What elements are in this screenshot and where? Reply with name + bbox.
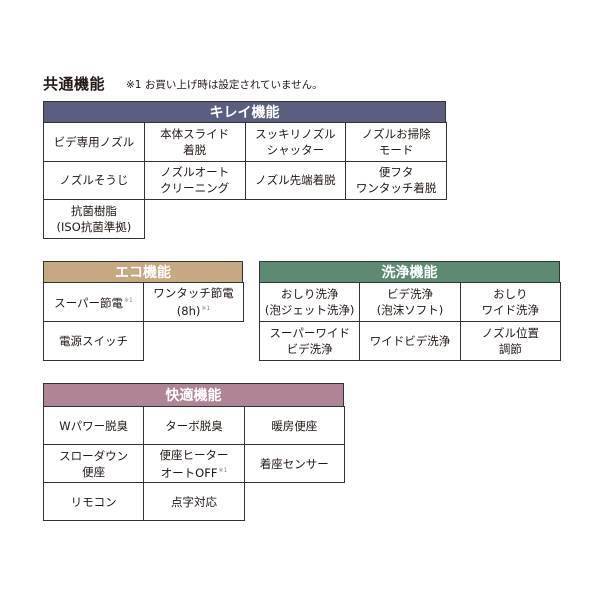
eco-table-header: エコ機能 bbox=[43, 261, 243, 283]
feature-cell: ワンタッチ節電 (8h)※1 bbox=[143, 282, 244, 322]
feature-cell: ノズル位置調節 bbox=[459, 321, 561, 361]
feature-cell: ノズルお掃除モード bbox=[345, 122, 447, 162]
feature-cell: 暖房便座 bbox=[243, 406, 345, 445]
feature-cell: リモコン bbox=[43, 482, 145, 521]
feature-cell: 着座センサー bbox=[243, 444, 345, 483]
footnote-marker: ※1 bbox=[124, 297, 133, 304]
feature-label: ターボ脱臭 bbox=[165, 418, 223, 433]
feature-label: 暖房便座 bbox=[271, 418, 318, 433]
feature-label: (8h) bbox=[176, 304, 201, 318]
feature-cell: Wパワー脱臭 bbox=[43, 406, 145, 445]
senjo-table-header: 洗浄機能 bbox=[259, 261, 560, 283]
feature-label: おしり bbox=[493, 287, 528, 301]
kirei-table-header: キレイ機能 bbox=[43, 101, 446, 123]
feature-cell: おしり洗浄 (泡ジェット洗浄) bbox=[259, 282, 361, 322]
feature-label: 便座 bbox=[82, 464, 106, 479]
feature-cell: スッキリノズルシャッター bbox=[244, 122, 347, 162]
feature-label: (泡沫ソフト) bbox=[376, 303, 444, 317]
feature-cell: ノズルそうじ bbox=[43, 160, 145, 200]
feature-cell: スーパー節電※1 bbox=[43, 282, 144, 322]
feature-label: Wパワー脱臭 bbox=[59, 418, 129, 433]
feature-label: オートOFF bbox=[160, 465, 218, 480]
feature-label: 着脱 bbox=[183, 142, 207, 157]
feature-label: ビデ専用ノズル bbox=[53, 134, 135, 149]
feature-cell: 便フタワンタッチ着脱 bbox=[345, 160, 447, 200]
feature-label: ワイドビデ洗浄 bbox=[369, 334, 451, 348]
feature-label: 着座センサー bbox=[259, 456, 329, 471]
feature-label: ビデ洗浄 bbox=[386, 287, 433, 301]
feature-label: ノズルお掃除 bbox=[361, 126, 431, 141]
feature-cell: ターボ脱臭 bbox=[143, 406, 245, 445]
feature-label: ノズル先端着脱 bbox=[255, 173, 336, 188]
feature-label: ノズルオート bbox=[160, 165, 230, 180]
feature-label: ワンタッチ着脱 bbox=[355, 181, 437, 196]
footnote: ※1 お買い上げ時は設定されていません。 bbox=[126, 79, 323, 91]
feature-cell: ワイドビデ洗浄 bbox=[359, 321, 461, 361]
footnote-marker: ※1 bbox=[201, 305, 211, 312]
feature-label: ノズルそうじ bbox=[59, 173, 129, 188]
feature-label: (ISO抗菌準拠) bbox=[56, 219, 132, 234]
page-title: 共通機能 bbox=[43, 75, 106, 93]
feature-label: おしり洗浄 bbox=[280, 287, 339, 301]
feature-cell: おしりワイド洗浄 bbox=[459, 282, 561, 322]
feature-cell: ノズルオートクリーニング bbox=[143, 160, 246, 200]
feature-label: (泡ジェット洗浄) bbox=[264, 303, 355, 317]
feature-label: 便フタ bbox=[378, 165, 414, 180]
kaiteki-table-header: 快適機能 bbox=[43, 383, 344, 407]
feature-label: スローダウン bbox=[59, 448, 129, 463]
feature-cell: 抗菌樹脂(ISO抗菌準拠) bbox=[43, 199, 145, 239]
feature-label: 調節 bbox=[498, 342, 522, 356]
feature-label: リモコン bbox=[70, 494, 117, 509]
feature-label: スーパーワイド bbox=[269, 326, 350, 340]
feature-cell: スーパーワイドビデ洗浄 bbox=[259, 321, 361, 361]
feature-label: スーパー節電 bbox=[54, 296, 124, 310]
feature-label: 抗菌樹脂 bbox=[70, 203, 117, 218]
feature-label: ビデ洗浄 bbox=[286, 342, 333, 356]
feature-label: ワンタッチ節電 bbox=[153, 286, 234, 300]
feature-label: 電源スイッチ bbox=[59, 334, 128, 348]
feature-cell: スローダウン便座 bbox=[43, 444, 145, 483]
feature-label: 本体スライド bbox=[160, 126, 230, 141]
feature-label: スッキリノズル bbox=[255, 126, 336, 141]
feature-cell: 点字対応 bbox=[143, 482, 245, 521]
footnote-marker: ※1 bbox=[218, 466, 228, 474]
feature-cell: ノズル先端着脱 bbox=[244, 160, 347, 200]
feature-label: シャッター bbox=[266, 142, 325, 157]
feature-cell: ビデ専用ノズル bbox=[43, 122, 145, 162]
feature-cell: ビデ洗浄 (泡沫ソフト) bbox=[359, 282, 461, 322]
feature-label: 便座ヒーター bbox=[159, 447, 229, 462]
feature-label: 点字対応 bbox=[170, 494, 217, 509]
feature-cell: 本体スライド着脱 bbox=[143, 122, 246, 162]
feature-label: ワイド洗浄 bbox=[481, 303, 540, 317]
feature-cell: 便座ヒーターオートOFF※1 bbox=[143, 444, 245, 483]
feature-cell: 電源スイッチ bbox=[43, 321, 144, 361]
feature-label: モード bbox=[378, 142, 414, 157]
feature-label: クリーニング bbox=[160, 181, 230, 196]
feature-label: ノズル位置 bbox=[481, 326, 540, 340]
